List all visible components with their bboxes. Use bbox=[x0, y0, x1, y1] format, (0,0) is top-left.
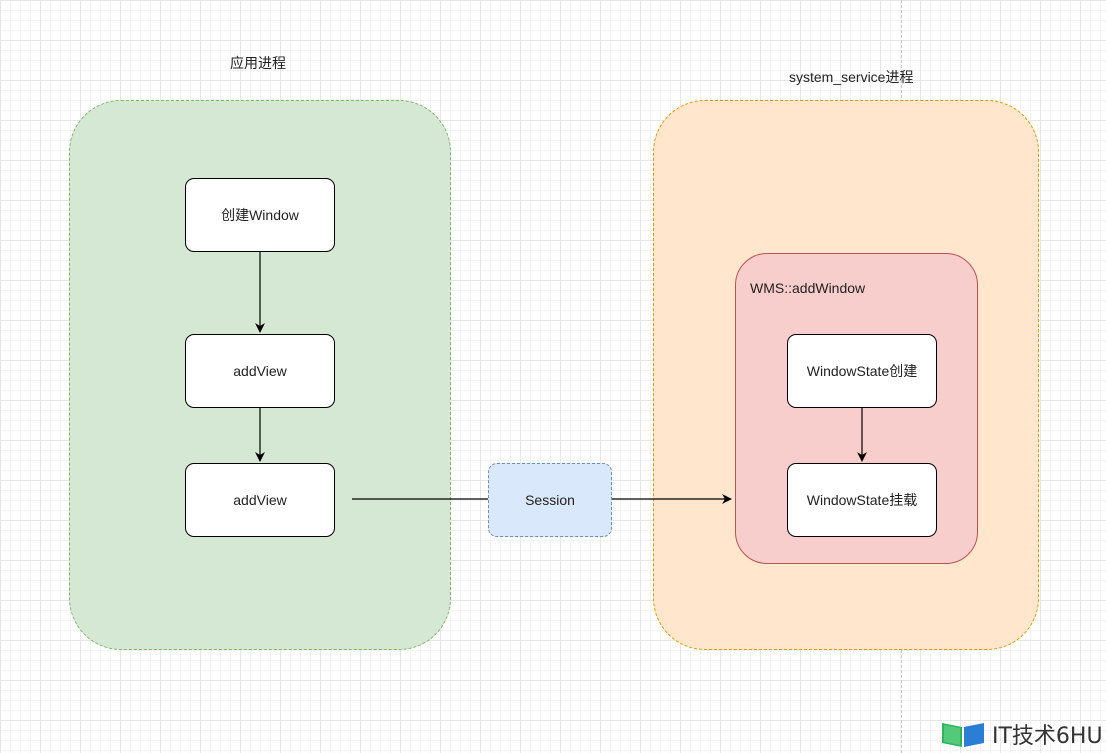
session-node: Session bbox=[488, 463, 612, 537]
watermark-text: IT技术6HU bbox=[992, 724, 1103, 749]
wms-add-window-title: WMS::addWindow bbox=[750, 280, 866, 296]
book-logo-icon bbox=[942, 723, 984, 747]
add-view-node-1: addView bbox=[185, 334, 335, 408]
app-process-label: 应用进程 bbox=[230, 55, 286, 71]
add-view-node-2: addView bbox=[185, 463, 335, 537]
window-state-create-node: WindowState创建 bbox=[787, 334, 937, 408]
system-service-label: system_service进程 bbox=[789, 69, 914, 85]
window-state-attach-node: WindowState挂载 bbox=[787, 463, 937, 537]
create-window-node: 创建Window bbox=[185, 178, 335, 252]
watermark: IT技术6HU bbox=[940, 718, 1103, 750]
